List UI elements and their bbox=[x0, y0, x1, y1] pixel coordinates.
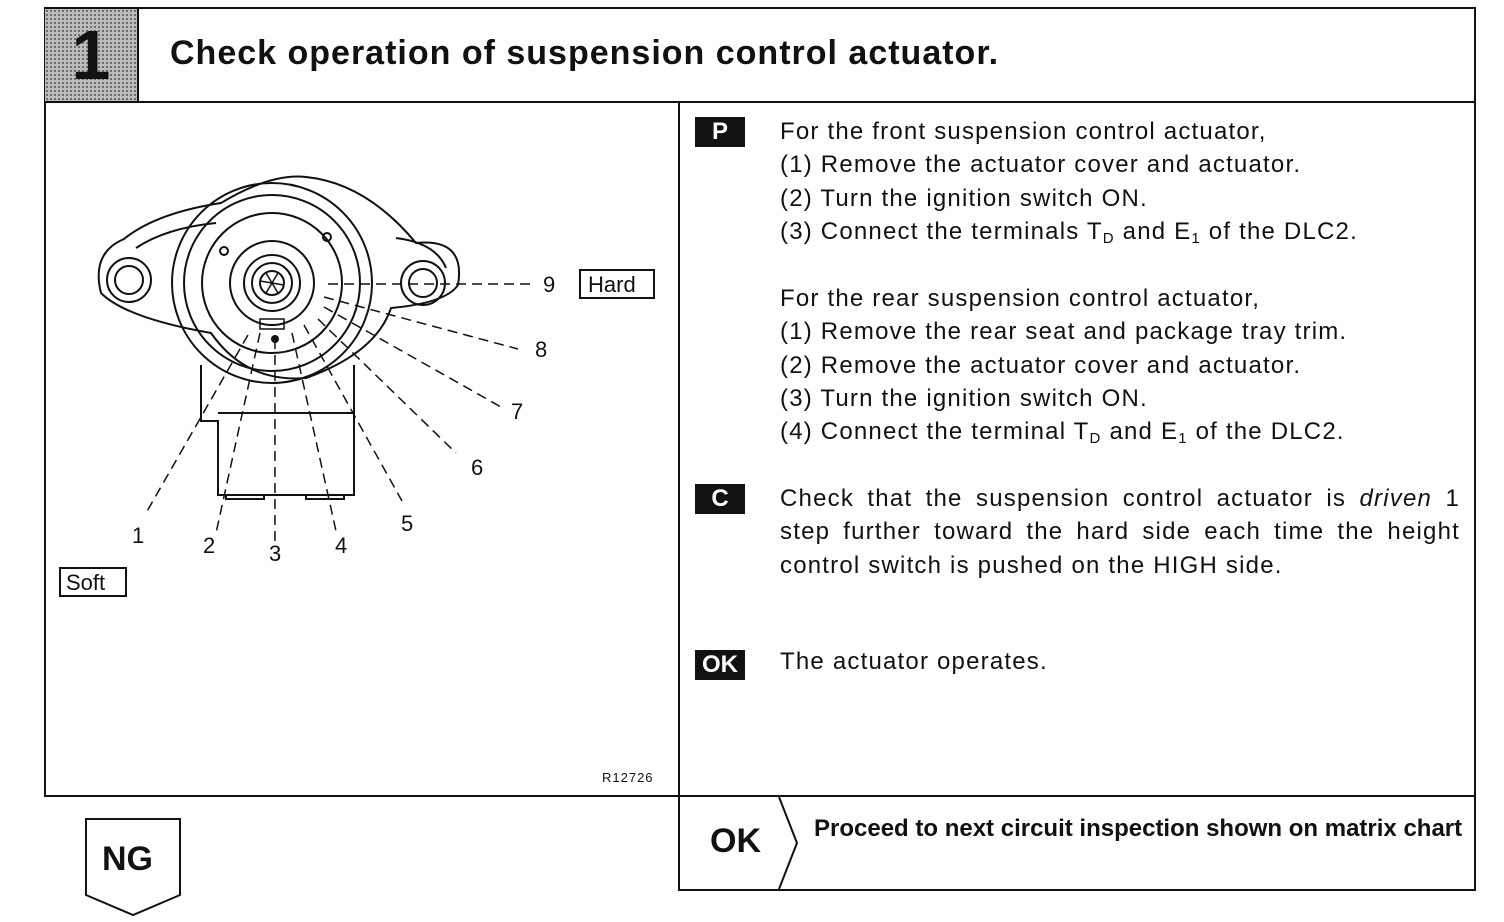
hard-label-box bbox=[579, 269, 655, 299]
front-step-1: (1) Remove the actuator cover and actuat… bbox=[780, 151, 1302, 179]
callout-7: 7 bbox=[511, 399, 523, 424]
figure-code: R12726 bbox=[602, 770, 654, 785]
ok-branch-action: Proceed to next circuit inspection shown… bbox=[814, 815, 1463, 842]
frame-top bbox=[44, 7, 1476, 9]
front-step-2: (2) Turn the ignition switch ON. bbox=[780, 184, 1148, 212]
soft-label: Soft bbox=[66, 570, 105, 595]
actuator-diagram: 1 2 3 4 5 6 7 8 9 Hard Soft bbox=[59, 175, 655, 597]
callout-5: 5 bbox=[401, 511, 413, 536]
hard-label: Hard bbox=[588, 272, 636, 297]
callout-9: 9 bbox=[543, 272, 555, 297]
ok-tag: OK bbox=[695, 650, 745, 680]
check-instruction: Check that the suspension control actuat… bbox=[780, 485, 1460, 579]
rotor bbox=[243, 254, 301, 312]
rear-step-2: (2) Remove the actuator cover and actuat… bbox=[780, 351, 1302, 379]
leader-1 bbox=[145, 334, 249, 514]
leader-4 bbox=[291, 332, 337, 532]
rear-step-3: (3) Turn the ignition switch ON. bbox=[780, 384, 1148, 412]
column-divider bbox=[678, 101, 680, 891]
step-number: 1 bbox=[71, 16, 111, 94]
rear-step-4: (4) Connect the terminal TD and E1 of th… bbox=[780, 418, 1345, 448]
frame-right bbox=[1474, 7, 1476, 891]
page-title: Check operation of suspension control ac… bbox=[170, 34, 1000, 72]
actuator-body bbox=[200, 365, 355, 496]
step-number-badge: 1 bbox=[45, 9, 137, 101]
frame-left bbox=[44, 7, 46, 797]
front-step-3: (3) Connect the terminals TD and E1 of t… bbox=[780, 217, 1358, 247]
rear-procedure: For the rear suspension control actuator… bbox=[780, 282, 1347, 455]
outer-ring bbox=[171, 182, 373, 384]
soft-label-box bbox=[59, 567, 127, 597]
check-tag: C bbox=[695, 484, 745, 514]
callout-6: 6 bbox=[471, 455, 483, 480]
front-procedure: For the front suspension control actuato… bbox=[780, 115, 1358, 255]
ng-branch-label: NG bbox=[102, 840, 153, 878]
callout-8: 8 bbox=[535, 337, 547, 362]
actuator-flange bbox=[97, 175, 461, 380]
title-divider bbox=[44, 101, 1476, 103]
ok-result-text: The actuator operates. bbox=[780, 648, 1048, 675]
left-mount-hole bbox=[106, 257, 152, 303]
rear-heading: For the rear suspension control actuator… bbox=[780, 285, 1261, 312]
front-heading: For the front suspension control actuato… bbox=[780, 118, 1267, 145]
callout-1: 1 bbox=[132, 523, 144, 548]
ng-arrow-box bbox=[85, 818, 181, 917]
callout-2: 2 bbox=[203, 533, 215, 558]
right-mount-hole bbox=[400, 260, 446, 306]
badge-divider bbox=[137, 7, 139, 103]
ok-box-bottom bbox=[678, 889, 1476, 891]
ok-branch-label: OK bbox=[710, 822, 761, 860]
prepare-tag: P bbox=[695, 117, 745, 147]
leader-6 bbox=[317, 318, 457, 454]
leader-7 bbox=[323, 306, 502, 408]
ok-box-top bbox=[678, 795, 1476, 797]
rear-step-1: (1) Remove the rear seat and package tra… bbox=[780, 318, 1348, 346]
ok-chevron bbox=[778, 797, 799, 889]
callout-3: 3 bbox=[269, 541, 281, 566]
leader-8 bbox=[323, 296, 519, 350]
callout-4: 4 bbox=[335, 533, 347, 558]
leader-5 bbox=[303, 324, 403, 502]
figure-bottom bbox=[44, 795, 680, 797]
leader-2 bbox=[215, 332, 261, 534]
